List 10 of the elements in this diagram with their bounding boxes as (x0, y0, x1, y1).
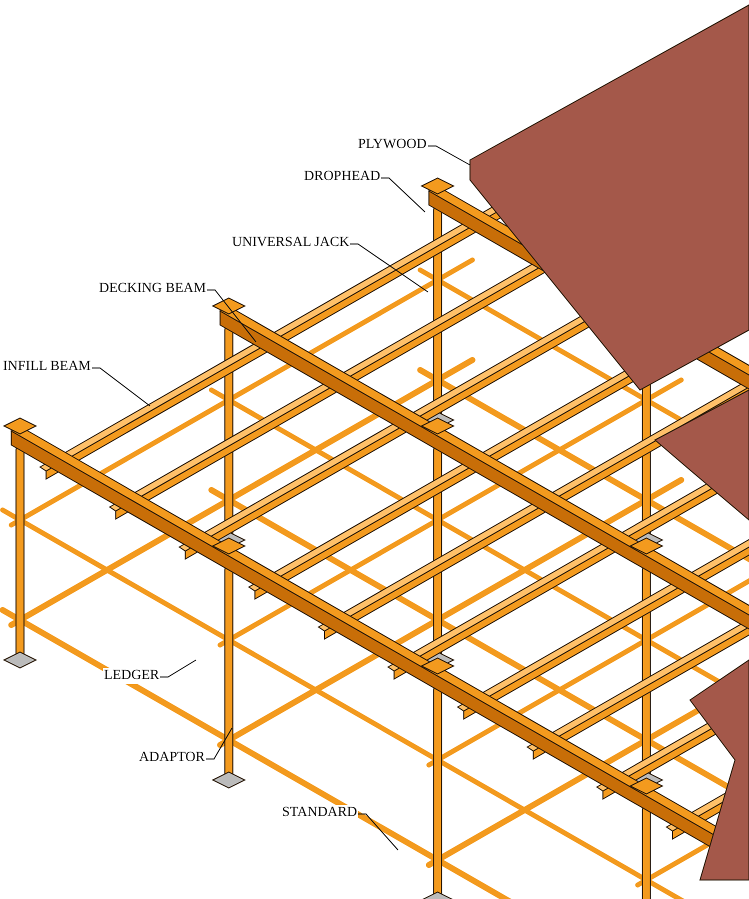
part-label: STANDARD (281, 805, 358, 821)
leader-line (380, 178, 426, 212)
part-label: LEDGER (103, 668, 160, 684)
leader-line (92, 368, 150, 406)
leader-line (206, 290, 256, 342)
leader-line (206, 728, 232, 760)
leader-line (350, 244, 428, 292)
leader-line (160, 660, 196, 678)
leader-line (428, 146, 470, 166)
leader-line (358, 814, 398, 850)
